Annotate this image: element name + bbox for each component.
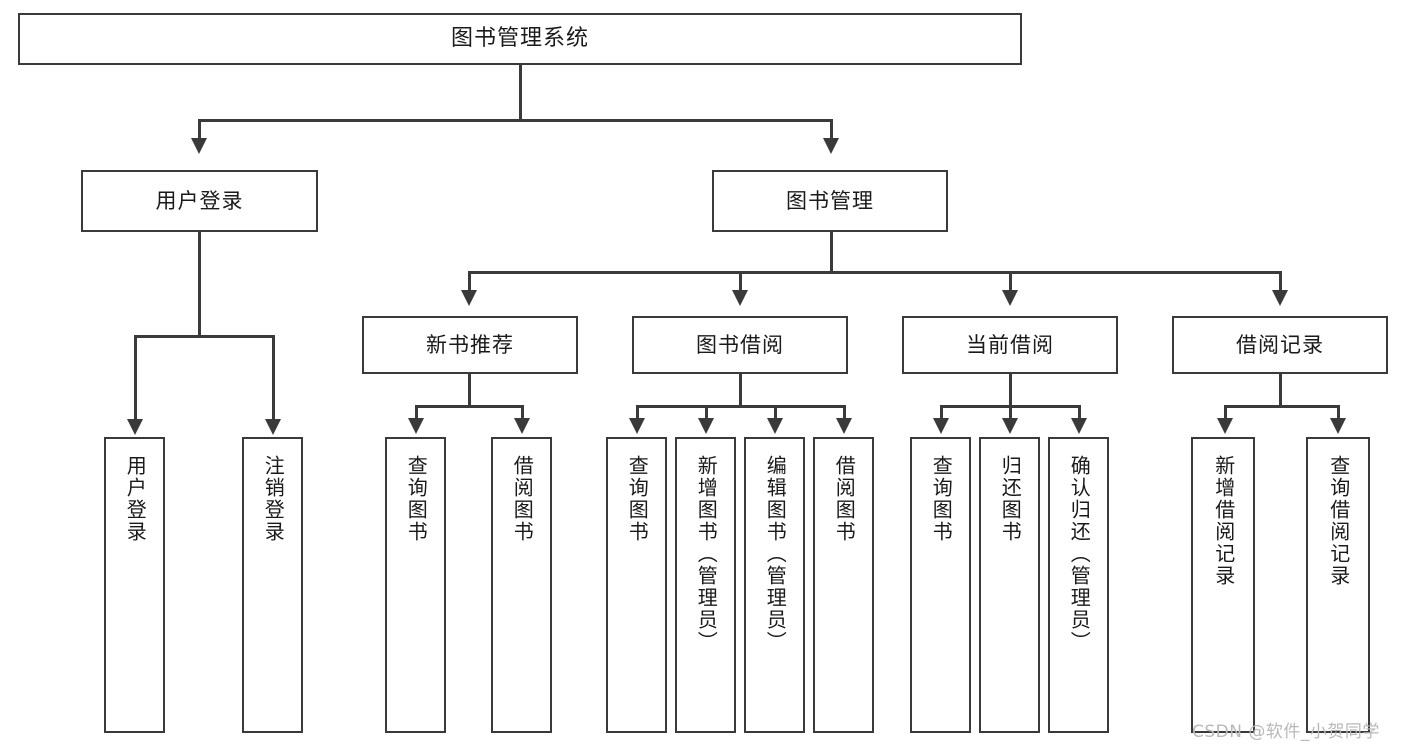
- node-label: 用户登录: [123, 455, 148, 543]
- connector-book-borrow-to-leaf-1: [705, 405, 708, 419]
- node-root-system[interactable]: 图书管理系统: [18, 13, 1022, 65]
- node-label: 归还图书: [998, 455, 1023, 543]
- arrowhead-book-borrow-leaf-1: [698, 418, 714, 434]
- connector-root-to-user-login: [198, 119, 201, 141]
- connector-user-login-to-leaf-1: [272, 335, 275, 421]
- node-label: 用户登录: [155, 188, 244, 213]
- node-label: 新增图书（管理员）: [694, 455, 719, 653]
- node-label: 查询借阅记录: [1326, 455, 1351, 587]
- node-label: 确认归还（管理员）: [1067, 455, 1092, 653]
- arrowhead-user-login-leaf-1: [265, 419, 281, 435]
- arrowhead-book-mgmt-borrow: [732, 290, 748, 306]
- node-label: 借阅图书: [832, 455, 857, 543]
- connector-user-login-bus: [134, 335, 275, 338]
- arrowhead-current-borrow-leaf-1: [1002, 418, 1018, 434]
- leaf-current-borrow-0[interactable]: 查询图书: [910, 437, 971, 733]
- leaf-user-login-0[interactable]: 用户登录: [104, 437, 165, 733]
- node-new-book-recommend[interactable]: 新书推荐: [362, 316, 578, 374]
- leaf-user-login-1[interactable]: 注销登录: [242, 437, 303, 733]
- node-label: 图书管理: [786, 188, 874, 213]
- node-label: 查询图书: [625, 455, 650, 543]
- node-book-management[interactable]: 图书管理: [712, 170, 948, 232]
- connector-book-borrow-to-leaf-2: [774, 405, 777, 419]
- leaf-current-borrow-1[interactable]: 归还图书: [979, 437, 1040, 733]
- connector-user-login-to-leaf-0: [134, 335, 137, 421]
- connector-root-trunk: [519, 65, 522, 119]
- connector-new-book-bus: [415, 405, 521, 408]
- arrowhead-book-borrow-leaf-0: [629, 418, 645, 434]
- connector-new-book-trunk: [468, 374, 471, 405]
- connector-current-borrow-to-leaf-0: [940, 405, 943, 419]
- arrowhead-book-borrow-leaf-3: [836, 418, 852, 434]
- connector-current-borrow-to-leaf-2: [1078, 405, 1081, 419]
- connector-book-borrow-trunk: [739, 374, 742, 405]
- connector-book-mgmt-to-borrow: [739, 271, 742, 293]
- arrowhead-root-to-book-mgmt: [823, 138, 839, 154]
- node-label: 图书管理系统: [450, 26, 589, 52]
- leaf-book-borrow-0[interactable]: 查询图书: [606, 437, 667, 733]
- connector-new-book-to-leaf-1: [521, 405, 524, 419]
- node-label: 编辑图书（管理员）: [763, 455, 788, 653]
- node-label: 新增借阅记录: [1211, 455, 1236, 587]
- connector-root-to-book-mgmt: [830, 119, 833, 141]
- connector-new-book-to-leaf-0: [415, 405, 418, 419]
- connector-book-mgmt-to-new-book: [468, 271, 471, 293]
- node-label: 借阅记录: [1236, 332, 1324, 357]
- node-label: 查询图书: [404, 455, 429, 543]
- node-label: 图书借阅: [696, 332, 784, 357]
- connector-book-mgmt-trunk: [830, 232, 833, 271]
- arrowhead-new-book-leaf-0: [408, 418, 424, 434]
- node-label: 当前借阅: [966, 332, 1054, 357]
- connector-current-borrow-to-leaf-1: [1009, 405, 1012, 419]
- arrowhead-user-login-leaf-0: [127, 419, 143, 435]
- connector-borrow-record-bus: [1224, 405, 1337, 408]
- arrowhead-root-to-user-login: [191, 138, 207, 154]
- connector-book-borrow-to-leaf-3: [843, 405, 846, 419]
- leaf-book-borrow-3[interactable]: 借阅图书: [813, 437, 874, 733]
- leaf-borrow-record-1[interactable]: 查询借阅记录: [1306, 437, 1370, 733]
- node-user-login[interactable]: 用户登录: [81, 170, 318, 232]
- leaf-new-book-1[interactable]: 借阅图书: [491, 437, 552, 733]
- node-current-borrow[interactable]: 当前借阅: [902, 316, 1118, 374]
- connector-user-login-trunk: [198, 232, 201, 335]
- connector-book-mgmt-to-current: [1009, 271, 1012, 293]
- node-borrow-record[interactable]: 借阅记录: [1172, 316, 1388, 374]
- arrowhead-borrow-record-leaf-1: [1330, 418, 1346, 434]
- connector-book-mgmt-to-record: [1279, 271, 1282, 293]
- connector-borrow-record-to-leaf-1: [1337, 405, 1340, 419]
- arrowhead-current-borrow-leaf-0: [933, 418, 949, 434]
- node-label: 查询图书: [929, 455, 954, 543]
- arrowhead-book-mgmt-record: [1272, 290, 1288, 306]
- arrowhead-new-book-leaf-1: [514, 418, 530, 434]
- connector-borrow-record-trunk: [1279, 374, 1282, 405]
- connector-root-bus: [198, 119, 832, 122]
- arrowhead-book-mgmt-new-book: [461, 290, 477, 306]
- leaf-current-borrow-2[interactable]: 确认归还（管理员）: [1048, 437, 1109, 733]
- arrowhead-current-borrow-leaf-2: [1071, 418, 1087, 434]
- leaf-new-book-0[interactable]: 查询图书: [385, 437, 446, 733]
- node-label: 新书推荐: [426, 332, 514, 357]
- leaf-borrow-record-0[interactable]: 新增借阅记录: [1191, 437, 1255, 733]
- leaf-book-borrow-2[interactable]: 编辑图书（管理员）: [744, 437, 805, 733]
- arrowhead-book-mgmt-current: [1002, 290, 1018, 306]
- arrowhead-borrow-record-leaf-0: [1217, 418, 1233, 434]
- leaf-book-borrow-1[interactable]: 新增图书（管理员）: [675, 437, 736, 733]
- connector-book-borrow-to-leaf-0: [636, 405, 639, 419]
- connector-borrow-record-to-leaf-0: [1224, 405, 1227, 419]
- connector-book-borrow-bus: [636, 405, 844, 408]
- node-label: 借阅图书: [510, 455, 535, 543]
- connector-book-mgmt-bus: [468, 271, 1280, 274]
- arrowhead-book-borrow-leaf-2: [767, 418, 783, 434]
- node-book-borrow[interactable]: 图书借阅: [632, 316, 848, 374]
- connector-current-borrow-trunk: [1009, 374, 1012, 405]
- node-label: 注销登录: [261, 455, 286, 543]
